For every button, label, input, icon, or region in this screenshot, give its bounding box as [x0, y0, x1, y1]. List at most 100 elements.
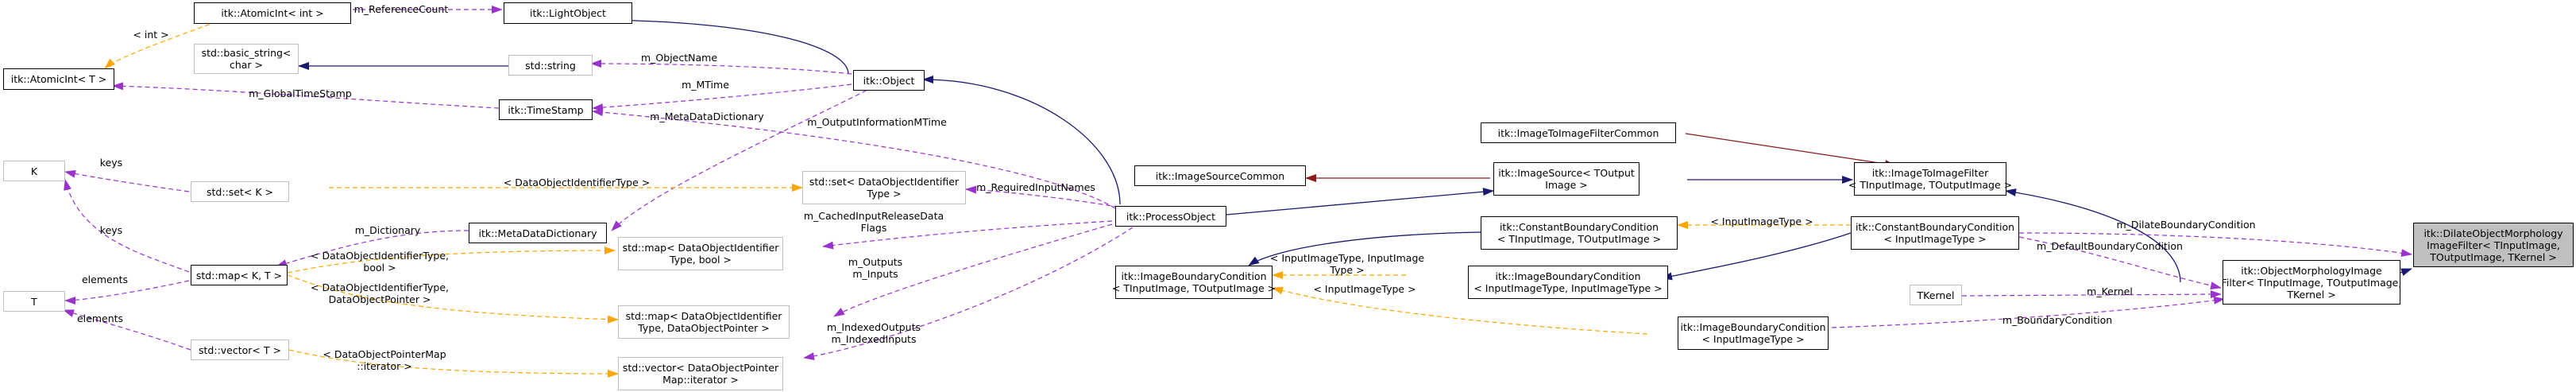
class-node-constant-boundary-in-out[interactable]: itk::ConstantBoundaryCondition < TInputI…: [1481, 216, 1678, 250]
class-node-label: < InputImageType >: [1883, 233, 1987, 245]
class-node-atomic-int-int[interactable]: itk::AtomicInt< int >: [194, 2, 351, 24]
class-node-label: std::basic_string<: [201, 47, 292, 59]
edge-label-line: < DataObjectIdentifierType,: [311, 281, 449, 293]
class-node-label: Filter< TInputImage, TOutputImage,: [2221, 276, 2402, 289]
class-node-label: itk::ObjectMorphologyImage: [2241, 264, 2382, 277]
class-node-time-stamp[interactable]: itk::TimeStamp: [499, 99, 593, 120]
edge-mapkt-metadict: [276, 230, 469, 267]
class-node-set-k[interactable]: std::set< K >: [191, 181, 289, 202]
edge-label-dop-iterator: < DataObjectPointerMap ::iterator >: [322, 348, 446, 372]
edge-vector-processobject: [803, 227, 1134, 361]
edge-label-input-image-type-cbc: < InputImageType >: [1710, 215, 1813, 227]
edge-label-line: m_RequiredInputNames: [976, 181, 1095, 193]
edge-label-ibc-single: < InputImageType >: [1313, 283, 1415, 295]
edge-label-line: m_ObjectName: [640, 52, 718, 64]
edge-label-object-name: m_ObjectName: [641, 52, 717, 64]
class-node-image-boundary-in[interactable]: itk::ImageBoundaryCondition < InputImage…: [1678, 316, 1829, 350]
class-node-meta-data-dictionary[interactable]: itk::MetaDataDictionary: [469, 223, 607, 243]
edge-label-keys-map: keys: [100, 224, 122, 236]
edge-k-mapkt: [64, 179, 190, 273]
edge-label-line: < DataObjectIdentifierType >: [503, 177, 651, 188]
edge-label-line: elements: [81, 274, 129, 285]
edge-label-line: Flags: [860, 222, 887, 234]
edge-label-default-boundary: m_DefaultBoundaryCondition: [2037, 240, 2183, 252]
edge-label-line: m_ReferenceCount: [353, 3, 449, 15]
edge-label-line: < InputImageType >: [1313, 283, 1416, 295]
edge-label-global-time-stamp: m_GlobalTimeStamp: [249, 87, 352, 99]
class-node-constant-boundary-in[interactable]: itk::ConstantBoundaryCondition < InputIm…: [1851, 216, 2019, 250]
edge-cbcin-dilate: [2018, 232, 2412, 258]
class-node-label: < TInputImage, TOutputImage >: [1848, 179, 2013, 191]
edge-metadict-object: [611, 86, 875, 231]
class-node-label: std::set< K >: [207, 185, 273, 198]
edge-label-line: m_CachedInputReleaseData: [803, 210, 944, 222]
edge-mapdidptr-processobject: [833, 223, 1113, 317]
edge-t-vector: [63, 309, 191, 351]
class-node-process-object[interactable]: itk::ProcessObject: [1115, 206, 1226, 227]
class-node-label: Type, bool >: [670, 254, 732, 266]
edge-k-setk: [64, 169, 190, 192]
class-node-image-to-image-filter[interactable]: itk::ImageToImageFilter < TInputImage, T…: [1848, 162, 2012, 196]
edge-cbcin-omf: [2018, 236, 2222, 290]
edge-label-kernel: m_Kernel: [2087, 285, 2133, 297]
edge-label-did-ptr: < DataObjectIdentifierType, DataObjectPo…: [311, 281, 449, 305]
class-node-std-string[interactable]: std::string: [508, 55, 593, 76]
class-node-image-source-common[interactable]: itk::ImageSourceCommon: [1134, 165, 1306, 186]
class-node-label: std::vector< DataObjectPointer: [622, 362, 779, 374]
edge-lightobject-object: [584, 16, 849, 75]
class-node-label: < TInputImage, TOutputImage >: [1497, 233, 1662, 245]
class-node-map-did-bool[interactable]: std::map< DataObjectIdentifier Type, boo…: [618, 237, 783, 270]
class-node-basic-string[interactable]: std::basic_string< char >: [194, 44, 299, 74]
class-node-label: < InputImageType, InputImageType >: [1473, 282, 1663, 294]
class-node-label: itk::ImageToImageFilterCommon: [1497, 126, 1659, 139]
class-node-image-source[interactable]: itk::ImageSource< TOutput Image >: [1493, 162, 1639, 196]
edge-label-int: < int >: [133, 29, 168, 41]
class-node-k[interactable]: K: [3, 161, 65, 181]
edge-label-line: < DataObjectIdentifierType,: [311, 250, 449, 262]
class-node-label: < InputImageType >: [1701, 333, 1805, 345]
class-node-label: TKernel: [1917, 289, 1955, 301]
edge-label-line: m_MTime: [682, 79, 729, 91]
class-node-image-boundary-in-out[interactable]: itk::ImageBoundaryCondition < TInputImag…: [1111, 266, 1276, 299]
class-node-label: itk::DilateObjectMorphology: [2423, 227, 2563, 239]
class-node-t[interactable]: T: [3, 291, 65, 312]
class-node-label: std::vector< T >: [199, 343, 281, 356]
edge-label-line: Type >: [1330, 264, 1365, 276]
edge-label-line: m_DilateBoundaryCondition: [2116, 219, 2256, 231]
edge-label-dilate-boundary: m_DilateBoundaryCondition: [2116, 219, 2255, 231]
class-node-object[interactable]: itk::Object: [853, 70, 925, 91]
class-node-label: Map::iterator >: [662, 374, 739, 386]
edge-label-line: m_Inputs: [852, 268, 898, 280]
class-node-light-object[interactable]: itk::LightObject: [504, 2, 632, 24]
class-node-label: std::map< DataObjectIdentifier: [625, 310, 782, 322]
class-node-label: char >: [229, 59, 264, 71]
edge-processobject-imagesource: [1226, 188, 1494, 215]
class-node-atomic-int-t[interactable]: itk::AtomicInt< T >: [3, 68, 114, 90]
edge-label-outputs-inputs: m_Outputs m_Inputs: [848, 256, 902, 280]
class-node-label: itk::ImageSourceCommon: [1155, 169, 1285, 182]
class-node-dilate-object-morphology-filter[interactable]: itk::DilateObjectMorphology ImageFilter<…: [2413, 223, 2574, 267]
class-node-set-did[interactable]: std::set< DataObjectIdentifier Type >: [802, 171, 966, 204]
class-node-tkernel[interactable]: TKernel: [1910, 285, 1962, 305]
class-node-label: itk::ImageBoundaryCondition: [1121, 270, 1267, 282]
edge-string-object: [590, 60, 852, 75]
class-node-label: itk::ConstantBoundaryCondition: [1855, 221, 2015, 233]
class-node-map-did-ptr[interactable]: std::map< DataObjectIdentifier Type, Dat…: [618, 305, 790, 339]
class-node-label: Type >: [867, 188, 902, 200]
edge-label-output-information-mtime: m_OutputInformationMTime: [807, 116, 947, 128]
edge-mapdidbool-processobject: [822, 220, 1113, 250]
class-node-vector-dop[interactable]: std::vector< DataObjectPointer Map::iter…: [618, 357, 783, 390]
class-node-label: itk::ConstantBoundaryCondition: [1499, 221, 1659, 233]
class-node-image-boundary-in-in[interactable]: itk::ImageBoundaryCondition < InputImage…: [1468, 266, 1668, 299]
class-node-label: < TInputImage, TOutputImage >: [1111, 282, 1276, 294]
class-node-object-morphology-filter[interactable]: itk::ObjectMorphologyImage Filter< TInpu…: [2221, 260, 2402, 305]
class-node-label: ImageFilter< TInputImage,: [2427, 239, 2560, 251]
class-node-label: itk::ImageBoundaryCondition: [1495, 270, 1641, 282]
edge-label-required-input-names: m_RequiredInputNames: [976, 181, 1095, 193]
class-node-image-to-image-filter-common[interactable]: itk::ImageToImageFilterCommon: [1481, 122, 1676, 143]
class-node-vector-t[interactable]: std::vector< T >: [191, 340, 289, 360]
class-node-map-kt[interactable]: std::map< K, T >: [191, 265, 288, 285]
edge-label-line: m_GlobalTimeStamp: [249, 87, 352, 99]
edge-label-line: < DataObjectPointerMap: [322, 348, 446, 360]
